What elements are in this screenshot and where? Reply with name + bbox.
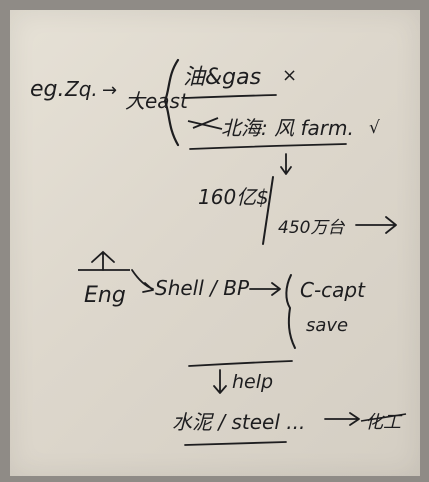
eng-label: Eng bbox=[84, 283, 126, 308]
turbine-count: 450万台 bbox=[278, 218, 345, 238]
help-down-arrow bbox=[213, 369, 227, 394]
rejected-mark: × bbox=[282, 65, 297, 86]
save-label: save bbox=[306, 315, 348, 336]
chemical-result: 化工 bbox=[365, 412, 403, 433]
investment-divider bbox=[262, 176, 274, 245]
north-sea-wind-farm-label: 北海: 风 farm. bbox=[221, 116, 354, 140]
company-arrow bbox=[249, 282, 281, 296]
crossed-out-word-slash bbox=[192, 117, 219, 129]
down-arrow-small bbox=[280, 153, 292, 175]
oil-gas-label: 油&gas bbox=[183, 65, 261, 90]
target-token: 大east bbox=[125, 89, 189, 113]
crossed-out-word bbox=[187, 120, 223, 130]
example-prefix: eg. bbox=[30, 77, 65, 102]
company-names: Shell / BP bbox=[155, 276, 250, 300]
strikeout-scribble bbox=[360, 413, 407, 422]
materials-arrow bbox=[324, 412, 360, 426]
turbine-arrow bbox=[355, 216, 397, 234]
main-arrow: → bbox=[102, 80, 117, 101]
carbon-capture-label: C-capt bbox=[300, 278, 366, 302]
bottom-underline bbox=[184, 441, 287, 446]
subject-token: Zq. bbox=[64, 77, 98, 101]
help-label: help bbox=[232, 371, 273, 393]
investment-amount: 160亿$ bbox=[198, 185, 269, 209]
main-brace bbox=[163, 58, 180, 147]
wind-farm-underline bbox=[189, 143, 347, 150]
approved-mark: √ bbox=[369, 118, 380, 138]
curved-arrow-icon bbox=[131, 269, 154, 293]
eng-brace bbox=[285, 274, 296, 349]
oil-gas-underline bbox=[184, 94, 277, 99]
paper-sheet bbox=[10, 10, 420, 476]
eng-underline bbox=[188, 360, 293, 367]
materials-line: 水泥 / steel ... bbox=[172, 410, 305, 434]
up-arrow-icon bbox=[91, 250, 115, 271]
